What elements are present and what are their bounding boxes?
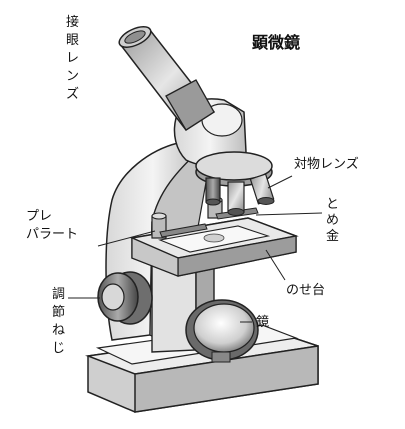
label-eyepiece-char: 接 xyxy=(66,14,79,30)
slide-leader xyxy=(97,230,156,247)
label-focus-char: 調 xyxy=(52,287,65,302)
label-clip-char: め xyxy=(326,213,339,228)
leader-lines xyxy=(68,175,323,323)
label-focus: 調 節 ね じ xyxy=(52,287,65,356)
mirror xyxy=(185,299,259,363)
label-eyepiece: 接 眼 レ ン ズ xyxy=(66,14,79,102)
label-clip: と め 金 xyxy=(326,197,339,244)
focus-knob xyxy=(97,271,153,325)
label-focus-char: ね xyxy=(52,323,65,338)
label-slide-line: パラート xyxy=(26,227,78,242)
label-slide: プレ パラート xyxy=(26,209,78,242)
stage-leader xyxy=(265,249,286,281)
label-focus-char: 節 xyxy=(52,305,65,320)
label-focus-char: じ xyxy=(52,341,65,356)
objective-leader xyxy=(267,175,293,189)
label-objective: 対物レンズ xyxy=(294,156,359,172)
base xyxy=(85,324,319,413)
diagram-title: 顕微鏡 xyxy=(252,33,300,52)
label-eyepiece-char: ン xyxy=(66,69,79,84)
objective-lenses xyxy=(205,173,275,216)
eyepiece-tube xyxy=(118,26,216,132)
label-clip-char: 金 xyxy=(326,228,339,244)
label-slide-line: プレ xyxy=(26,209,52,224)
label-eyepiece-char: 眼 xyxy=(66,33,79,48)
label-mirror: 鏡 xyxy=(256,315,269,330)
slide xyxy=(158,225,271,253)
clip-leader xyxy=(255,212,323,216)
label-eyepiece-char: ズ xyxy=(66,86,79,102)
label-stage: のせ台 xyxy=(286,283,325,298)
label-eyepiece-char: レ xyxy=(66,51,79,66)
label-clip-char: と xyxy=(326,197,339,212)
